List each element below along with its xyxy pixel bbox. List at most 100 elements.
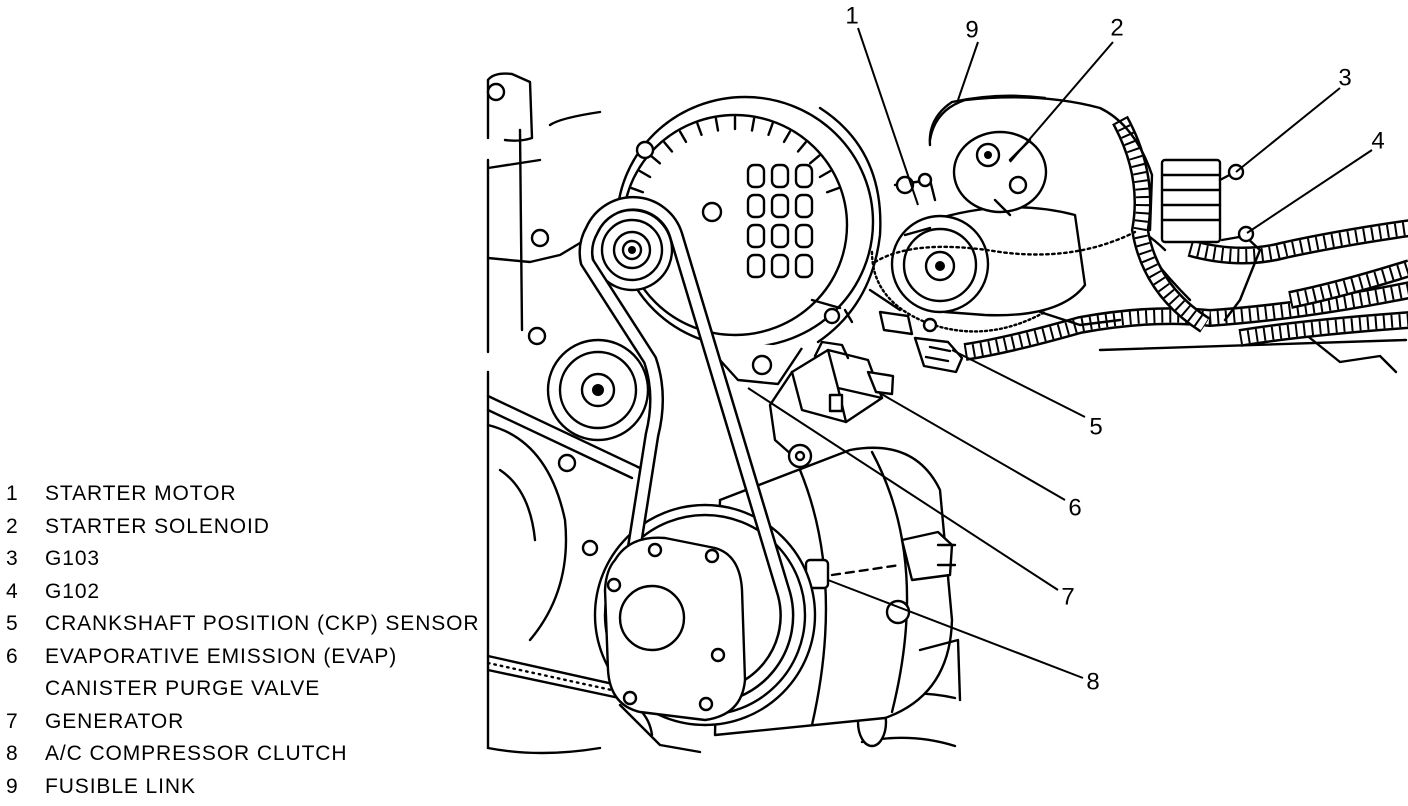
legend-label: GENERATOR xyxy=(45,709,185,733)
legend-item-4: 4 G102 xyxy=(6,576,479,609)
legend-number-spacer xyxy=(6,673,45,706)
legend-item-6: 6 EVAPORATIVE EMISSION (EVAP) xyxy=(6,641,479,674)
leader-line-starter-solenoid xyxy=(1009,41,1114,163)
harness-connector-group xyxy=(1160,158,1262,322)
legend-label: STARTER MOTOR xyxy=(45,482,237,505)
generator-cooling-fin xyxy=(714,117,720,132)
legend-number: 1 xyxy=(6,482,19,505)
leader-line-g103 xyxy=(1235,87,1341,173)
ckp-sensor-group xyxy=(878,310,964,374)
generator-output-stud xyxy=(810,298,854,324)
leader-line-ckp-sensor xyxy=(951,349,1086,418)
ac-clutch-rivet xyxy=(647,542,663,558)
evap-bracket-bolt xyxy=(787,443,813,469)
evap-bracket-bolt-center xyxy=(794,450,806,462)
leader-line-evap-valve xyxy=(877,391,1066,501)
block-rib xyxy=(486,158,587,264)
generator-vent-slot xyxy=(794,163,814,189)
harness-connector xyxy=(1160,158,1222,244)
callout-ckp-sensor: 5 xyxy=(1089,414,1102,441)
ac-clutch-rivet xyxy=(606,577,622,593)
generator-vent-slot xyxy=(770,163,790,189)
generator-vent-slot xyxy=(746,253,766,279)
legend-number: 4 xyxy=(6,579,19,603)
generator-pulley-ring xyxy=(600,218,664,282)
legend-item-3: 3 G103 xyxy=(6,543,479,576)
legend-number: 5 xyxy=(6,612,19,635)
solenoid-terminal-stud xyxy=(984,151,992,159)
legend-item-6-continued: CANISTER PURGE VALVE xyxy=(6,673,479,706)
callout-numbers: 1 9 2 3 4 5 6 7 8 xyxy=(845,3,1384,696)
ckp-connector xyxy=(878,310,914,336)
callout-starter-motor: 1 xyxy=(845,3,858,30)
harness-tube xyxy=(1112,115,1210,333)
starter-cover xyxy=(928,96,1154,232)
legend-number: 8 xyxy=(6,742,19,765)
legend-label: STARTER SOLENOID xyxy=(45,514,270,538)
idler-pulley xyxy=(546,338,650,442)
legend-number: 2 xyxy=(6,514,19,538)
legend-label: A/C COMPRESSOR CLUTCH xyxy=(45,742,348,765)
ac-clutch-rivet xyxy=(698,696,714,712)
generator-bolt xyxy=(701,201,723,223)
callout-g102: 4 xyxy=(1371,128,1384,155)
ac-compressor-rear-edge xyxy=(870,450,909,714)
generator-bolt xyxy=(823,307,841,325)
solenoid-terminal xyxy=(1008,175,1028,195)
generator-cooling-fin xyxy=(750,117,756,132)
starter-bracket xyxy=(868,288,1122,327)
generator-cooling-fin xyxy=(808,154,821,165)
legend-item-5: 5 CRANKSHAFT POSITION (CKP) SENSOR xyxy=(6,608,479,641)
harness-tube-corrugation xyxy=(1288,261,1408,307)
generator-mount-bolt xyxy=(751,354,773,376)
starter-motor-shaft xyxy=(924,250,956,282)
component-legend: 1 STARTER MOTOR 2 STARTER SOLENOID 3 G10… xyxy=(6,478,479,803)
generator-vent-slot xyxy=(794,253,814,279)
legend-item-2: 2 STARTER SOLENOID xyxy=(6,511,479,544)
legend-item-8: 8 A/C COMPRESSOR CLUTCH xyxy=(6,738,479,771)
generator-cooling-fin xyxy=(767,122,774,137)
callout-generator: 7 xyxy=(1061,584,1074,611)
evap-purge-valve xyxy=(768,340,895,469)
block-bolt xyxy=(530,228,550,248)
ac-clutch-plate-group xyxy=(603,536,747,722)
harness-tube xyxy=(1238,311,1408,347)
legend-item-9: 9 FUSIBLE LINK xyxy=(6,771,479,804)
evap-valve-port xyxy=(866,370,895,396)
ac-compressor-bracket xyxy=(918,638,962,702)
crank-pulley-outline xyxy=(486,423,568,642)
rear-drive-belt xyxy=(486,394,642,480)
harness-tube xyxy=(963,281,1408,361)
starter-wiring-loom xyxy=(873,230,1137,264)
leader-lines xyxy=(747,27,1373,679)
generator-pulley-shaft xyxy=(628,246,636,254)
legend-number: 6 xyxy=(6,644,19,668)
callout-g103: 3 xyxy=(1338,65,1351,92)
ac-clutch-rivet xyxy=(710,647,726,663)
legend-number: 7 xyxy=(6,709,19,733)
ckp-sensor-ribs xyxy=(924,345,952,363)
legend-item-1: 1 STARTER MOTOR xyxy=(6,478,479,511)
generator-vent-slot xyxy=(746,163,766,189)
generator-vent-slot xyxy=(746,193,766,219)
legend-number: 9 xyxy=(6,774,19,798)
harness-tube-corrugation xyxy=(1238,313,1408,345)
generator-pulley-hub xyxy=(612,230,652,270)
generator-vent-slot xyxy=(770,253,790,279)
generator-vent-slot xyxy=(770,223,790,249)
legend-label: G103 xyxy=(45,547,100,570)
generator-cooling-fin xyxy=(796,141,807,153)
evap-bracket xyxy=(768,370,794,457)
legend-label: G102 xyxy=(45,579,100,603)
block-bolt xyxy=(527,326,547,346)
evap-valve-connector xyxy=(813,340,850,360)
generator-cooling-fin xyxy=(678,130,688,144)
generator-vent-slot xyxy=(746,223,766,249)
block-bolt xyxy=(486,82,506,102)
legend-number: 3 xyxy=(6,547,19,570)
block-rib xyxy=(518,110,602,332)
callout-starter-solenoid: 2 xyxy=(1110,15,1123,42)
callout-fusible-link: 9 xyxy=(965,17,978,44)
ac-compressor-manifold xyxy=(900,530,954,582)
